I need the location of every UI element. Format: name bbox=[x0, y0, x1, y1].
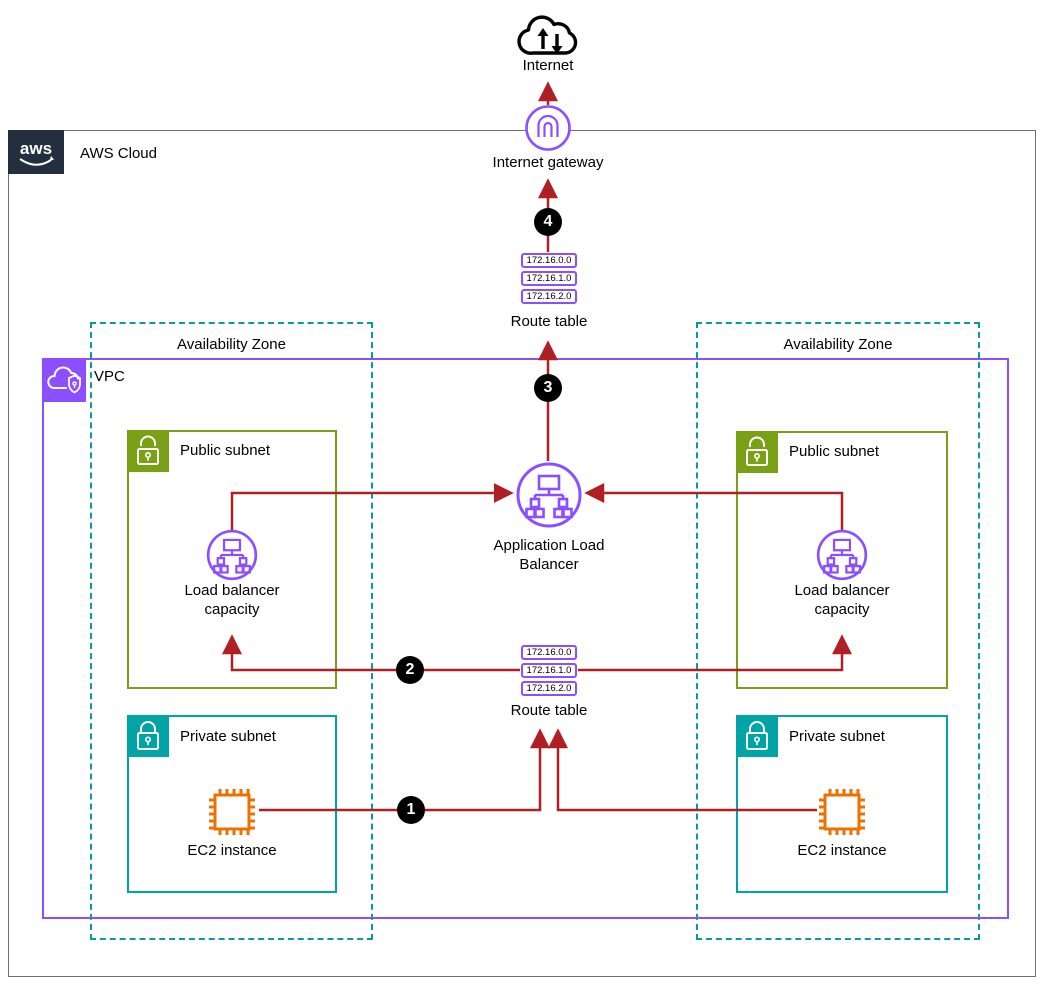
lb-capacity-label-line1: Load balancer bbox=[184, 582, 280, 599]
application-load-balancer-icon bbox=[516, 462, 582, 528]
private-subnet-icon-right bbox=[736, 715, 778, 757]
lb-capacity-label-line2: capacity bbox=[204, 601, 260, 618]
public-subnet-left bbox=[127, 430, 337, 689]
route-table-middle-row: 172.16.2.0 bbox=[521, 681, 577, 696]
route-table-top-label: Route table bbox=[510, 313, 588, 330]
private-subnet-right-label: Private subnet bbox=[789, 728, 885, 745]
lb-capacity-left-label: Load balancer capacity bbox=[152, 581, 312, 619]
route-table-middle-row: 172.16.0.0 bbox=[521, 645, 577, 660]
route-table-middle-label: Route table bbox=[510, 702, 588, 719]
internet-label: Internet bbox=[522, 57, 574, 74]
route-table-middle-icon: 172.16.0.0 172.16.1.0 172.16.2.0 bbox=[521, 645, 577, 699]
availability-zone-right: Availability Zone bbox=[696, 322, 980, 940]
alb-label-line2: Balancer bbox=[519, 556, 579, 573]
lb-capacity-label-line1: Load balancer bbox=[794, 582, 890, 599]
private-subnet-left-label: Private subnet bbox=[180, 728, 276, 745]
route-table-middle-row: 172.16.1.0 bbox=[521, 663, 577, 678]
step-badge-3: 3 bbox=[534, 374, 562, 402]
internet-gateway-icon bbox=[525, 105, 571, 151]
public-subnet-icon-left bbox=[127, 430, 169, 472]
availability-zone-left-label: Availability Zone bbox=[177, 336, 286, 353]
ec2-instance-icon-right bbox=[819, 789, 865, 835]
internet-gateway-label: Internet gateway bbox=[492, 154, 604, 171]
lb-capacity-right-label: Load balancer capacity bbox=[762, 581, 922, 619]
ec2-instance-icon-left bbox=[209, 789, 255, 835]
route-table-top-row: 172.16.0.0 bbox=[521, 253, 577, 268]
vpc-icon bbox=[42, 358, 86, 402]
aws-logo-text: aws bbox=[20, 139, 52, 158]
route-table-top-icon: 172.16.0.0 172.16.1.0 172.16.2.0 bbox=[521, 253, 577, 307]
public-subnet-right bbox=[736, 431, 948, 689]
step-badge-2: 2 bbox=[396, 656, 424, 684]
vpc-group bbox=[42, 358, 1009, 919]
lb-capacity-icon-right bbox=[816, 529, 868, 581]
public-subnet-icon-right bbox=[736, 431, 778, 473]
public-subnet-right-label: Public subnet bbox=[789, 443, 880, 460]
aws-cloud-group bbox=[8, 130, 1036, 977]
route-table-top-row: 172.16.2.0 bbox=[521, 289, 577, 304]
internet-icon bbox=[517, 15, 578, 55]
ec2-instance-right-label: EC2 instance bbox=[797, 842, 887, 859]
step-badge-1: 1 bbox=[397, 796, 425, 824]
ec2-instance-left-label: EC2 instance bbox=[187, 842, 277, 859]
vpc-label: VPC bbox=[94, 368, 125, 385]
private-subnet-icon-left bbox=[127, 715, 169, 757]
route-table-top-row: 172.16.1.0 bbox=[521, 271, 577, 286]
alb-label-line1: Application Load bbox=[493, 537, 605, 554]
aws-logo: aws bbox=[8, 130, 64, 174]
availability-zone-right-label: Availability Zone bbox=[783, 336, 893, 353]
availability-zone-left: Availability Zone bbox=[90, 322, 373, 940]
step-badge-4: 4 bbox=[534, 208, 562, 236]
public-subnet-left-label: Public subnet bbox=[180, 442, 271, 459]
aws-cloud-label: AWS Cloud bbox=[80, 145, 157, 162]
lb-capacity-label-line2: capacity bbox=[814, 601, 870, 618]
lb-capacity-icon-left bbox=[206, 529, 258, 581]
